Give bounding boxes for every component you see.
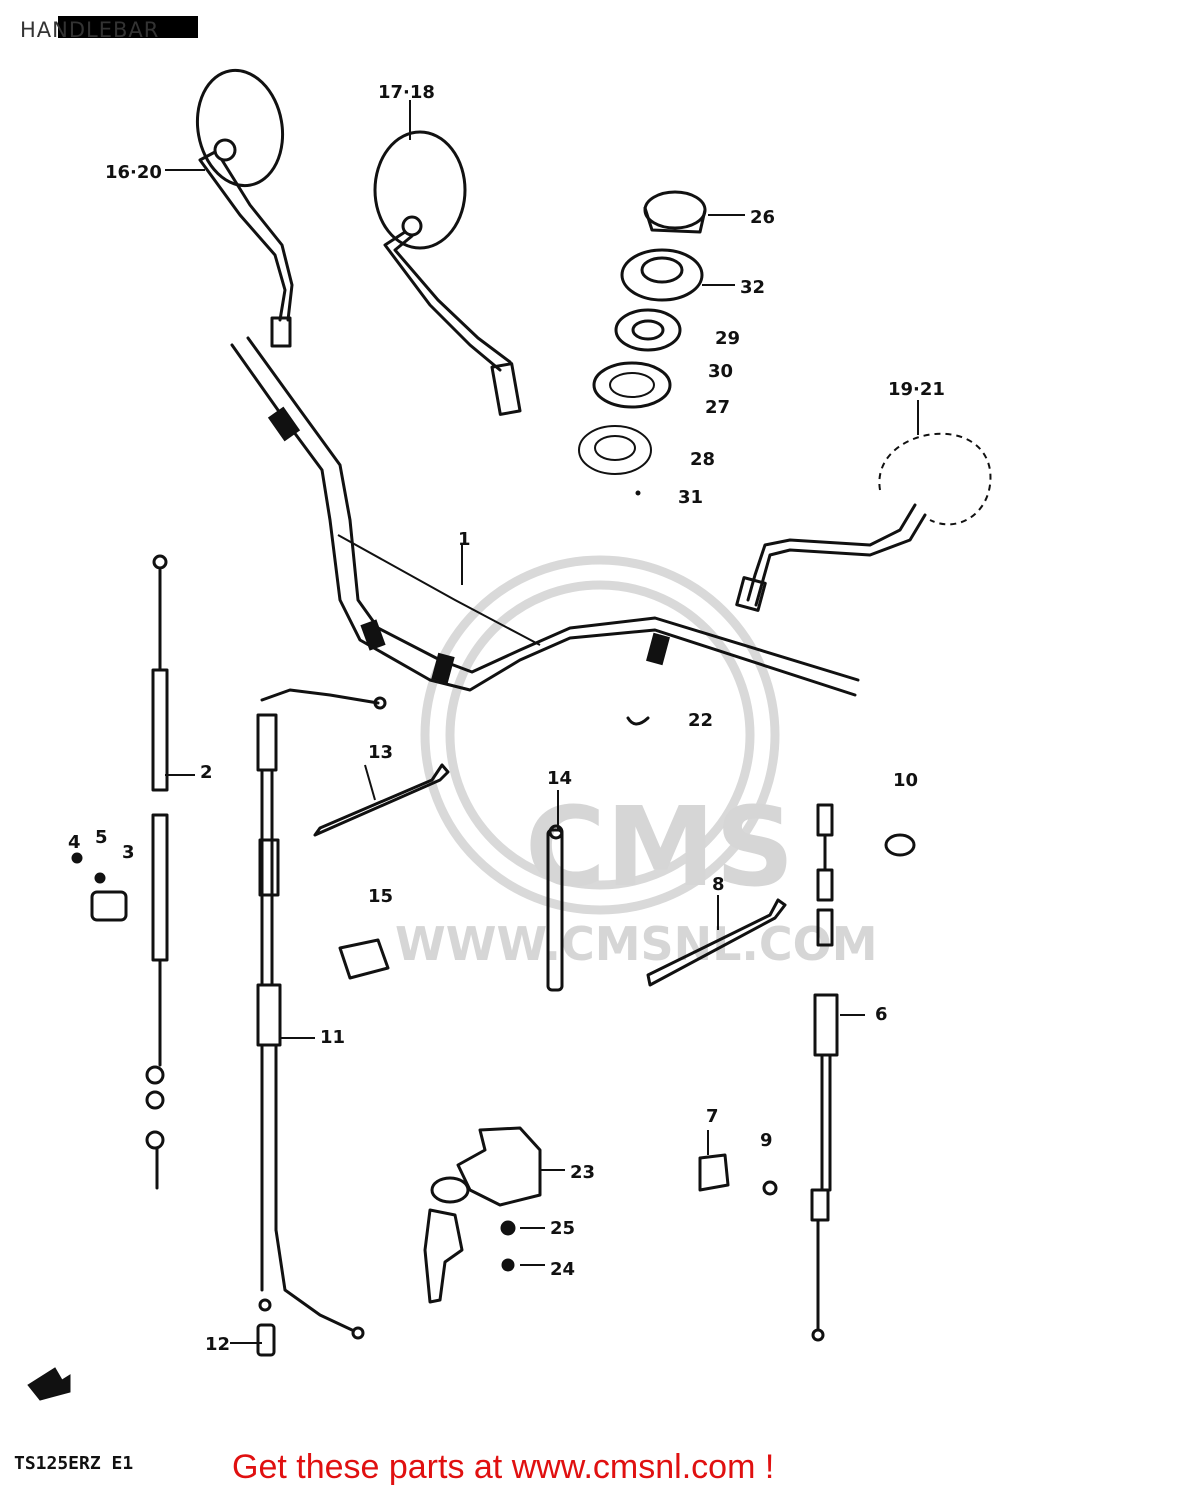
callout-17-18: 17·18 (378, 82, 435, 103)
callout-8: 8 (712, 874, 725, 895)
callout-15: 15 (368, 886, 393, 907)
callout-6: 6 (875, 1004, 888, 1025)
callout-25: 25 (550, 1218, 575, 1239)
strap-8 (646, 898, 787, 987)
callout-32: 32 (740, 277, 765, 298)
callout-3: 3 (122, 842, 135, 863)
leader-lines (165, 100, 919, 1344)
callout-1: 1 (458, 529, 471, 550)
callout-5: 5 (95, 827, 108, 848)
callout-10: 10 (893, 770, 918, 791)
strap-13 (313, 763, 450, 837)
callout-4: 4 (68, 832, 81, 853)
callout-12: 12 (205, 1334, 230, 1355)
model-code: TS125ERZ E1 (14, 1453, 134, 1474)
callout-9: 9 (760, 1130, 773, 1151)
lever-bolt-set (71, 852, 128, 922)
callout-19-21: 19·21 (888, 379, 945, 400)
title-redaction-bar (58, 16, 198, 38)
get-parts-link[interactable]: Get these parts at www.cmsnl.com ! (232, 1448, 775, 1486)
callout-16-20: 16·20 (105, 162, 162, 183)
callout-29: 29 (715, 328, 740, 349)
strap-14 (546, 824, 564, 992)
bolt-24 (501, 1258, 515, 1272)
callout-24: 24 (550, 1259, 575, 1280)
stem-nut-stack (578, 190, 707, 496)
callout-30: 30 (708, 361, 733, 382)
left-mirror (195, 68, 294, 348)
callout-27: 27 (705, 397, 730, 418)
clutch-cable (145, 554, 169, 1190)
page-title: HANDLEBAR (20, 18, 160, 42)
callout-22: 22 (688, 710, 713, 731)
grommet-10 (884, 833, 916, 857)
screw-9 (762, 1180, 778, 1196)
clip-7 (698, 1153, 730, 1192)
callout-14: 14 (547, 768, 572, 789)
callout-26: 26 (750, 207, 775, 228)
right-mirror-alt (735, 432, 992, 612)
cable-end-12 (256, 1323, 276, 1357)
watermark-brand: CMS (525, 783, 794, 911)
clamp-22 (626, 716, 650, 726)
callout-7: 7 (706, 1106, 719, 1127)
boot-15 (338, 938, 390, 980)
ignition-switch (423, 1126, 542, 1304)
front-arrow-icon (27, 1367, 71, 1401)
callout-2: 2 (200, 762, 213, 783)
callout-13: 13 (368, 742, 393, 763)
nut-25 (500, 1220, 516, 1236)
callout-28: 28 (690, 449, 715, 470)
callout-11: 11 (320, 1027, 345, 1048)
throttle-cable (256, 688, 387, 1340)
watermark-url: WWW.CMSNL.COM (395, 917, 878, 971)
right-mirror (373, 130, 522, 416)
handlebar (230, 336, 860, 697)
callout-31: 31 (678, 487, 703, 508)
callout-labels: 16·20 17·18 26 32 29 30 27 28 31 19·21 1… (68, 82, 945, 1355)
cable-6 (810, 803, 839, 1342)
watermark: CMS WWW.CMSNL.COM (395, 555, 878, 971)
callout-23: 23 (570, 1162, 595, 1183)
